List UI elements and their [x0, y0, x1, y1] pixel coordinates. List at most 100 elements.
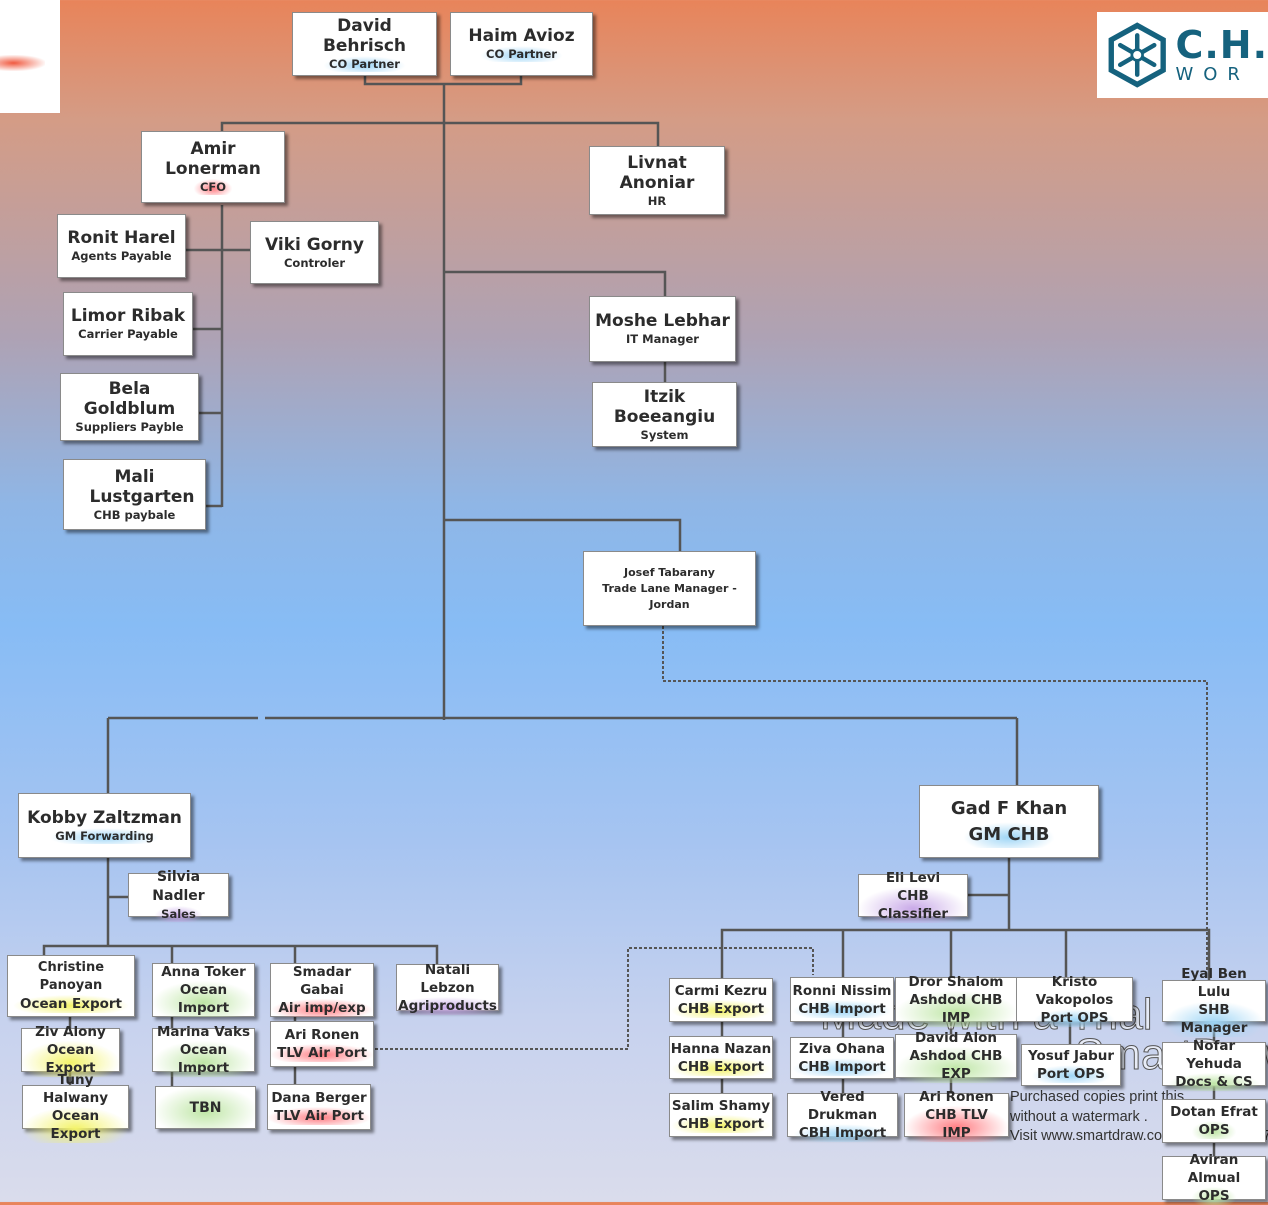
- node-name: Eli Levi: [885, 869, 941, 886]
- org-node-vered-drukman[interactable]: Vered Drukman CBH Import: [787, 1089, 898, 1142]
- node-name: Ziva Ohana: [799, 1041, 885, 1057]
- node-title: OPS: [1192, 1187, 1236, 1205]
- node-name: Eyal Ben Lulu: [1181, 966, 1247, 1000]
- left-logo-mark: [0, 55, 45, 71]
- node-name: Itzik Boeeangiu: [613, 386, 716, 427]
- org-node-ziva-ohana[interactable]: Ziva Ohana CHB Import: [790, 1037, 894, 1079]
- node-name: Smadar Gabai: [292, 964, 352, 998]
- node-title: GM CHB: [962, 821, 1056, 848]
- org-node-tbn[interactable]: TBN: [155, 1086, 256, 1129]
- org-node-kobby-zaltzman[interactable]: Kobby Zaltzman GM Forwarding: [18, 793, 191, 858]
- node-title: HR: [647, 193, 667, 208]
- node-title: Ocean Import: [153, 1041, 254, 1077]
- org-node-eyal-ben-lulu[interactable]: Eyal Ben Lulu SHB Manager: [1162, 966, 1266, 1037]
- node-title: SHB Manager: [1163, 1001, 1265, 1037]
- org-node-haim-avioz[interactable]: Haim Avioz CO Partner: [450, 12, 593, 76]
- node-name: Vered Drukman: [807, 1089, 878, 1123]
- snowflake-hexagon-icon: [1108, 22, 1166, 88]
- node-name: Marina Vaks: [156, 1024, 251, 1040]
- node-name: Mali Lustgarten: [89, 466, 195, 507]
- node-name: Natali Lebzon: [420, 961, 475, 996]
- node-name: Gad F Khan: [950, 797, 1068, 819]
- node-name: Carmi Kezru: [674, 983, 768, 999]
- node-title: Agents Payable: [71, 249, 172, 263]
- org-node-marina-vaks[interactable]: Marina Vaks Ocean Import: [152, 1024, 255, 1077]
- org-node-david-alon[interactable]: David Alon Ashdod CHB EXP: [895, 1030, 1017, 1083]
- org-node-anna-toker[interactable]: Anna Toker Ocean Import: [152, 963, 255, 1017]
- org-node-salim-shamy[interactable]: Salim Shamy CHB Export: [669, 1093, 773, 1137]
- org-node-ronit-harel[interactable]: Ronit Harel Agents Payable: [57, 214, 186, 278]
- dashed-connector: [662, 626, 1208, 972]
- org-node-josef-tabarany[interactable]: Josef Tabarany Trade Lane Manager - Jord…: [583, 551, 756, 626]
- org-node-kristo-vakopolos[interactable]: Kristo Vakopolos Port OPS: [1016, 974, 1133, 1027]
- node-name: Ziv Alony: [35, 1024, 106, 1040]
- node-title: CO Partner: [480, 46, 563, 62]
- org-node-yosuf-jabur[interactable]: Yosuf Jabur Port OPS: [1021, 1044, 1121, 1086]
- org-node-gad-f-khan[interactable]: Gad F Khan GM CHB: [919, 785, 1099, 858]
- org-node-tuny-halwany[interactable]: Tuny Halwany Ocean Export: [22, 1072, 129, 1143]
- node-title: TLV Air Port: [271, 1044, 373, 1062]
- org-node-david-behrisch[interactable]: David Behrisch CO Partner: [292, 12, 437, 76]
- org-node-eli-levi[interactable]: Eli Levi CHB Classifier: [858, 870, 968, 923]
- node-name: Tuny Halwany: [42, 1072, 109, 1106]
- node-title: System: [640, 427, 689, 442]
- node-name: Dror Shalom: [908, 973, 1004, 990]
- org-node-dotan-efrat[interactable]: Dotan Efrat OPS: [1162, 1099, 1266, 1143]
- org-node-mali-lustgarten[interactable]: Mali Lustgarten CHB paybale: [63, 459, 206, 530]
- node-title: Ocean Export: [23, 1107, 128, 1143]
- node-name: Kristo Vakopolos: [1035, 973, 1114, 1008]
- org-node-limor-ribak[interactable]: Limor Ribak Carrier Payable: [63, 292, 193, 356]
- org-node-hanna-nazan[interactable]: Hanna Nazan CHB Export: [669, 1036, 773, 1079]
- org-node-moshe-lebhar[interactable]: Moshe Lebhar IT Manager: [589, 296, 736, 362]
- node-title: GM Forwarding: [49, 827, 160, 844]
- node-name: Moshe Lebhar: [595, 311, 730, 331]
- org-node-smadar-gabai[interactable]: Smadar Gabai Air imp/exp: [270, 963, 374, 1017]
- org-node-dror-shalom[interactable]: Dror Shalom Ashdod CHB IMP: [895, 974, 1017, 1027]
- node-name: Bela Goldblum: [83, 379, 176, 419]
- node-title: CHB Export: [671, 1057, 771, 1076]
- node-title: Air imp/exp: [272, 999, 372, 1017]
- org-node-silvia-nadler[interactable]: Silvia Nadler Sales: [128, 869, 229, 922]
- node-title: Sales: [155, 906, 202, 922]
- connector: [220, 121, 660, 146]
- node-name: Dotan Efrat: [1170, 1104, 1258, 1120]
- org-node-dana-berger[interactable]: Dana Berger TLV Air Port: [267, 1084, 371, 1130]
- org-node-aviran-almual[interactable]: Aviran Almual OPS: [1162, 1152, 1266, 1205]
- org-node-livnat-anoniar[interactable]: Livnat Anoniar HR: [589, 146, 725, 215]
- org-node-ziv-alony[interactable]: Ziv Alony Ocean Export: [21, 1024, 120, 1077]
- org-node-carmi-kezru[interactable]: Carmi Kezru CHB Export: [669, 978, 773, 1022]
- org-node-ronni-nissim[interactable]: Ronni Nissim CHB Import: [790, 977, 894, 1022]
- node-name: TBN: [189, 1099, 222, 1116]
- node-name: Livnat Anoniar: [619, 152, 695, 193]
- org-node-christine-panoyan[interactable]: Christine Panoyan Ocean Export: [7, 955, 135, 1017]
- org-node-itzik-boeeangiu[interactable]: Itzik Boeeangiu System: [592, 382, 737, 447]
- company-logo: C.H. WOR: [1097, 12, 1268, 98]
- company-brand: C.H. WOR: [1175, 25, 1268, 85]
- node-title: Carrier Payable: [78, 327, 178, 341]
- brand-sub: WOR: [1175, 64, 1250, 85]
- node-name: Nofar Yehuda: [1186, 1038, 1242, 1072]
- node-name: Dana Berger: [271, 1090, 367, 1106]
- node-title: Trade Lane Manager - Jordan: [602, 581, 737, 611]
- org-node-natali-lebzon[interactable]: Natali Lebzon Agriproducts: [392, 961, 503, 1015]
- connector: [444, 518, 682, 551]
- node-name: David Alon: [914, 1030, 998, 1046]
- node-title: CHB Import: [792, 1058, 892, 1076]
- node-title: CFO: [193, 179, 233, 195]
- node-name: Josef Tabarany: [624, 565, 715, 579]
- watermark-line-2: without a watermark .: [1010, 1109, 1148, 1125]
- node-title: CHB paybale: [93, 507, 176, 522]
- org-node-viki-gorny[interactable]: Viki Gorny Controler: [250, 221, 379, 284]
- org-node-ari-ronen-air[interactable]: Ari Ronen TLV Air Port: [270, 1021, 374, 1067]
- org-node-amir-lonerman[interactable]: Amir Lonerman CFO: [141, 131, 285, 203]
- node-name: Ari Ronen: [284, 1027, 360, 1043]
- node-title: OPS: [1192, 1121, 1236, 1139]
- node-title: CHB TLV IMP: [905, 1106, 1008, 1142]
- org-node-bela-goldblum[interactable]: Bela Goldblum Suppliers Payble: [60, 373, 199, 441]
- node-title: IT Manager: [626, 332, 699, 346]
- node-title: Port OPS: [1034, 1008, 1115, 1027]
- brand-main: C.H.: [1175, 23, 1268, 67]
- org-node-nofar-yehuda[interactable]: Nofar Yehuda Docs & CS: [1162, 1038, 1266, 1091]
- org-node-ari-ronen-chb[interactable]: Ari Ronen CHB TLV IMP: [904, 1089, 1009, 1142]
